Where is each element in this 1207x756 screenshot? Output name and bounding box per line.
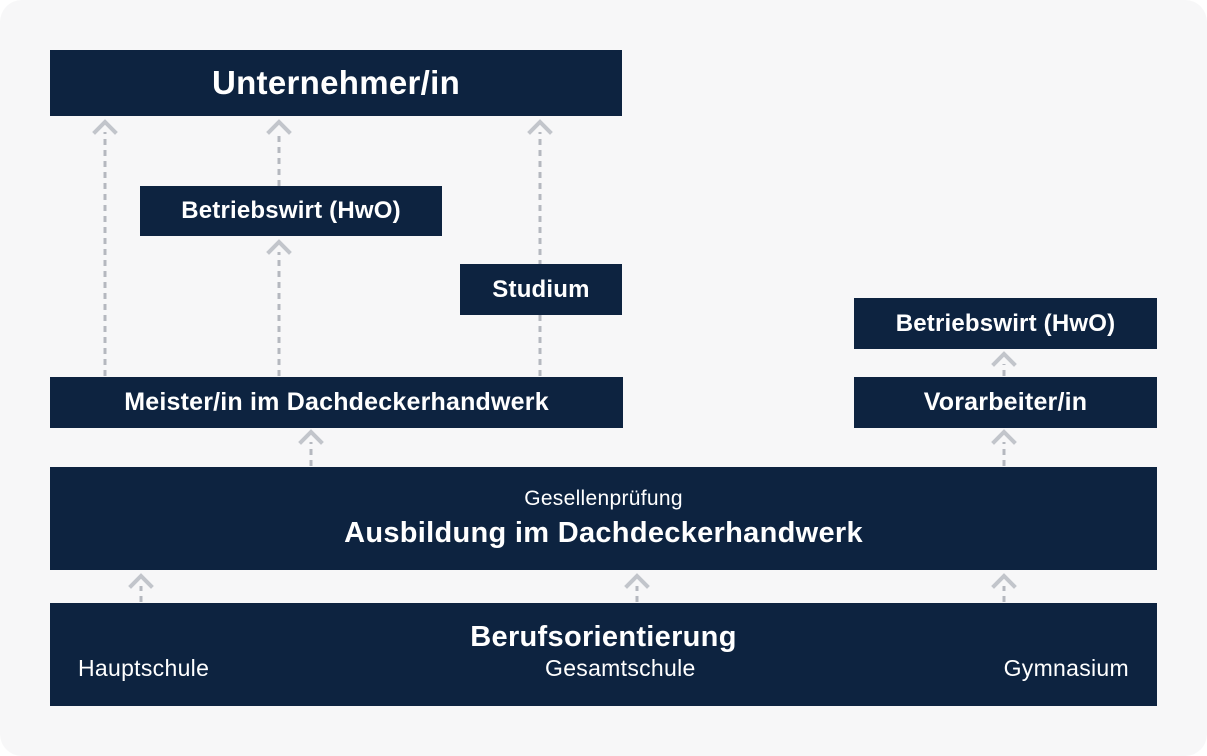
box-unternehmer: Unternehmer/in	[50, 50, 622, 116]
box-vorarbeiter-label: Vorarbeiter/in	[923, 388, 1088, 416]
connector-ausbildung-to-vorarbeiter	[991, 429, 1017, 466]
box-ausbildung-subtitle: Gesellenprüfung	[524, 487, 683, 510]
box-betriebswirt-left: Betriebswirt (HwO)	[140, 186, 442, 236]
box-vorarbeiter: Vorarbeiter/in	[854, 377, 1157, 428]
box-studium: Studium	[460, 264, 622, 315]
box-meister-label: Meister/in im Dachdeckerhandwerk	[124, 388, 549, 416]
connector-ausbildung-to-meister	[298, 429, 324, 466]
school-gymnasium: Gymnasium	[1003, 655, 1129, 681]
box-unternehmer-label: Unternehmer/in	[211, 64, 461, 101]
box-betriebswirt-right-label: Betriebswirt (HwO)	[895, 309, 1116, 337]
box-studium-label: Studium	[492, 275, 590, 303]
connector-vorarbeiter-to-betriebswirt	[991, 351, 1017, 376]
box-ausbildung-title: Ausbildung im Dachdeckerhandwerk	[344, 517, 863, 549]
box-ausbildung: Gesellenprüfung Ausbildung im Dachdecker…	[50, 467, 1157, 570]
school-hauptschule: Hauptschule	[78, 655, 210, 681]
connector-hauptschule-to-ausbildung	[128, 573, 154, 602]
connector-studium-to-unternehmer	[527, 119, 553, 376]
connector-meister-to-betriebswirt	[266, 239, 292, 376]
box-betriebswirt-left-label: Betriebswirt (HwO)	[181, 197, 401, 224]
box-meister: Meister/in im Dachdeckerhandwerk	[50, 377, 623, 428]
box-betriebswirt-right: Betriebswirt (HwO)	[854, 298, 1157, 349]
school-list: Hauptschule Gesamtschule Gymnasium	[50, 655, 1157, 685]
connector-gymnasium-to-ausbildung	[991, 573, 1017, 602]
box-berufsorientierung-title: Berufsorientierung	[470, 621, 737, 653]
connector-meister-to-unternehmer-left	[92, 119, 118, 376]
box-berufsorientierung: Berufsorientierung Hauptschule Gesamtsch…	[50, 603, 1157, 706]
connector-betriebswirt-to-unternehmer	[266, 119, 292, 186]
school-gesamtschule: Gesamtschule	[545, 655, 696, 681]
connector-gesamtschule-to-ausbildung	[624, 573, 650, 602]
